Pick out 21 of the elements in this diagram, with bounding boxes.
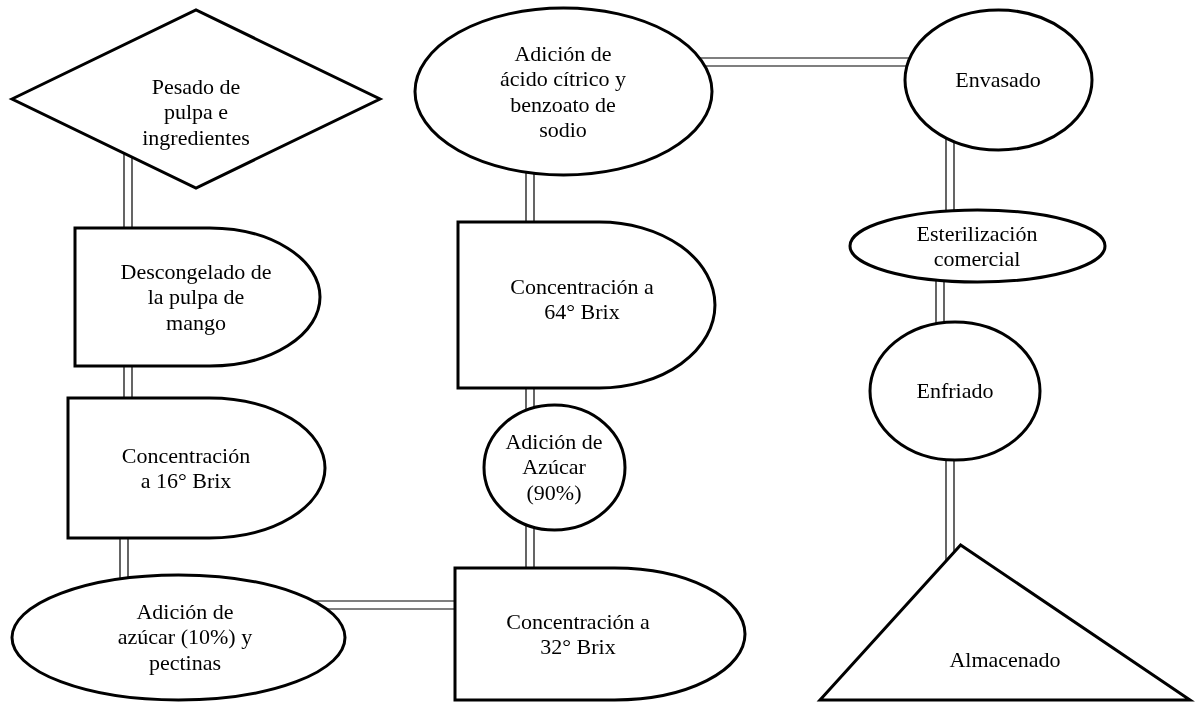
step-label: Adición de Azúcar (90%) bbox=[504, 429, 604, 505]
double-line-connector bbox=[698, 57, 911, 67]
step-label: Envasado bbox=[954, 67, 1042, 93]
double-line-connector bbox=[123, 152, 133, 229]
step-label: Descongelado de la pulpa de mango bbox=[119, 259, 273, 335]
step-label: Concentración a 16° Brix bbox=[120, 442, 252, 494]
double-line-connector bbox=[123, 365, 133, 399]
step-label: Esterilización comercial bbox=[915, 220, 1039, 272]
double-line-connector bbox=[525, 387, 535, 412]
double-line-connector bbox=[525, 523, 535, 569]
step-label: Adición de ácido cítrico y benzoato de sodio bbox=[499, 41, 627, 143]
step-label: Concentración a 32° Brix bbox=[505, 608, 651, 660]
step-label: Concentración a 64° Brix bbox=[509, 273, 655, 325]
step-label: Enfriado bbox=[915, 378, 995, 404]
double-line-connector bbox=[525, 171, 535, 223]
double-line-connector bbox=[935, 279, 945, 325]
double-line-connector bbox=[119, 537, 129, 580]
step-label: Almacenado bbox=[948, 647, 1062, 673]
double-line-connector bbox=[945, 137, 955, 212]
step-label: Pesado de pulpa e ingredientes bbox=[141, 74, 251, 150]
step-label: Adición de azúcar (10%) y pectinas bbox=[116, 599, 254, 675]
